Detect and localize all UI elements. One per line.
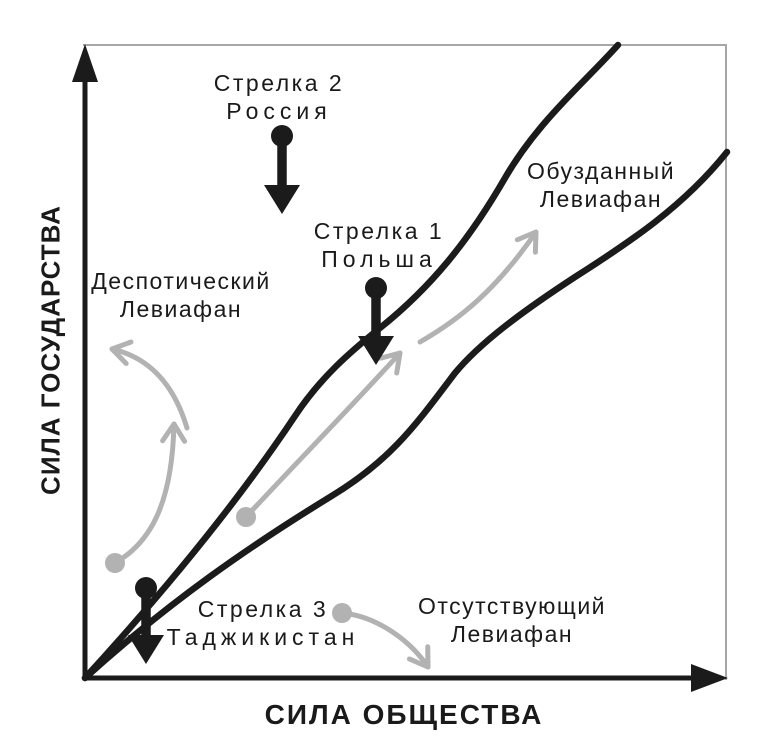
plot-border xyxy=(83,44,727,680)
poland-arrow-head xyxy=(358,336,394,365)
absent-trajectory xyxy=(332,603,431,670)
arrow2-country: Россия xyxy=(226,98,332,124)
annotation-shackled-leviathan: Обузданный Левиафан xyxy=(527,157,675,213)
annotation-arrow3-tajikistan: Стрелка 3 Таджикистан xyxy=(167,595,360,651)
despotic-trajectory-arrow-1 xyxy=(112,421,188,566)
arrow3-title: Стрелка 3 xyxy=(197,596,329,622)
annotation-absent-leviathan: Отсутствующий Левиафан xyxy=(418,592,606,648)
x-axis-label: СИЛА ОБЩЕСТВА xyxy=(264,699,544,730)
arrow2-title: Стрелка 2 xyxy=(213,70,345,96)
x-axis-arrowhead xyxy=(691,664,728,692)
corridor-trajectory-arrow-2 xyxy=(417,229,539,345)
axes xyxy=(72,44,728,692)
arrow1-country: Польша xyxy=(321,246,437,272)
tajikistan-down-arrow xyxy=(128,577,164,664)
corridor-upper-curve xyxy=(81,41,622,682)
y-axis-arrowhead xyxy=(72,44,98,82)
absent-trajectory-arrow xyxy=(339,610,431,670)
russia-down-arrow xyxy=(264,125,300,214)
shackled-label-line1: Обузданный xyxy=(526,158,676,184)
despotic-trajectory xyxy=(105,339,190,573)
annotation-despotic-leviathan: Деспотический Левиафан xyxy=(91,267,271,323)
annotation-arrow2-russia: Стрелка 2 Россия xyxy=(214,69,344,125)
arrow1-title: Стрелка 1 xyxy=(313,218,445,244)
corridor-trajectory-arrow-1 xyxy=(243,350,403,520)
arrow3-country: Таджикистан xyxy=(166,624,360,650)
despotic-label-line1: Деспотический xyxy=(91,268,271,294)
poland-down-arrow xyxy=(358,277,394,365)
y-axis-label: СИЛА ГОСУДАРСТВА xyxy=(35,205,66,495)
absent-label-line2: Левиафан xyxy=(450,621,574,647)
russia-arrow-head xyxy=(264,185,300,214)
shackled-label-line2: Левиафан xyxy=(539,186,663,212)
despotic-label-line2: Левиафан xyxy=(119,296,243,322)
corridor-lower-curve xyxy=(81,148,731,682)
tajikistan-arrow-head xyxy=(128,635,164,664)
despotic-trajectory-arrow-2 xyxy=(109,339,190,431)
absent-label-line1: Отсутствующий xyxy=(417,593,607,619)
corridor-trajectory xyxy=(236,229,539,527)
annotation-arrow1-poland: Стрелка 1 Польша xyxy=(314,217,444,273)
